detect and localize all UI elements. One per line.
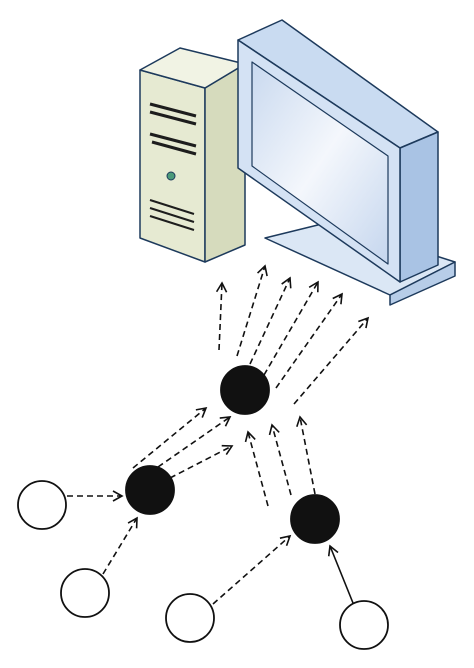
hub-to-computer-6-arrow: [293, 316, 370, 405]
node-layer: [17, 365, 389, 650]
hub-to-computer-1-arrow: [215, 281, 228, 351]
edge-layer: [67, 264, 370, 605]
source-bottom-right-to-right-relay-arrow: [327, 544, 354, 604]
right-relay-to-hub-1-arrow: [244, 430, 269, 507]
source-bottom-middle-to-right-relay-arrow: [212, 534, 292, 605]
hub-to-computer-3-arrow: [249, 276, 292, 365]
source-bottom-middle-node: [165, 593, 215, 643]
source-left-node: [17, 480, 67, 530]
left-relay-to-hub-1-arrow: [132, 406, 208, 469]
left-relay-node: [125, 465, 175, 515]
source-bottom-left-node: [60, 568, 110, 618]
monitor-screen: [251, 61, 389, 265]
right-relay-to-hub-2-arrow: [268, 423, 292, 496]
hub-to-computer-5-arrow: [275, 292, 343, 389]
hub-node: [220, 365, 270, 415]
left-relay-to-hub-3-arrow: [169, 444, 234, 479]
right-relay-node: [290, 494, 340, 544]
computer-tower: [139, 47, 246, 263]
source-bottom-right-node: [339, 600, 389, 650]
computer-monitor: [237, 19, 439, 283]
right-relay-to-hub-3-arrow: [296, 415, 316, 495]
left-relay-to-hub-2-arrow: [157, 416, 232, 468]
desktop-computer-icon: [139, 19, 456, 306]
hub-to-computer-4-arrow: [263, 280, 319, 376]
source-bottom-left-to-left-relay-arrow: [102, 516, 138, 575]
hub-to-computer-2-arrow: [236, 264, 268, 357]
